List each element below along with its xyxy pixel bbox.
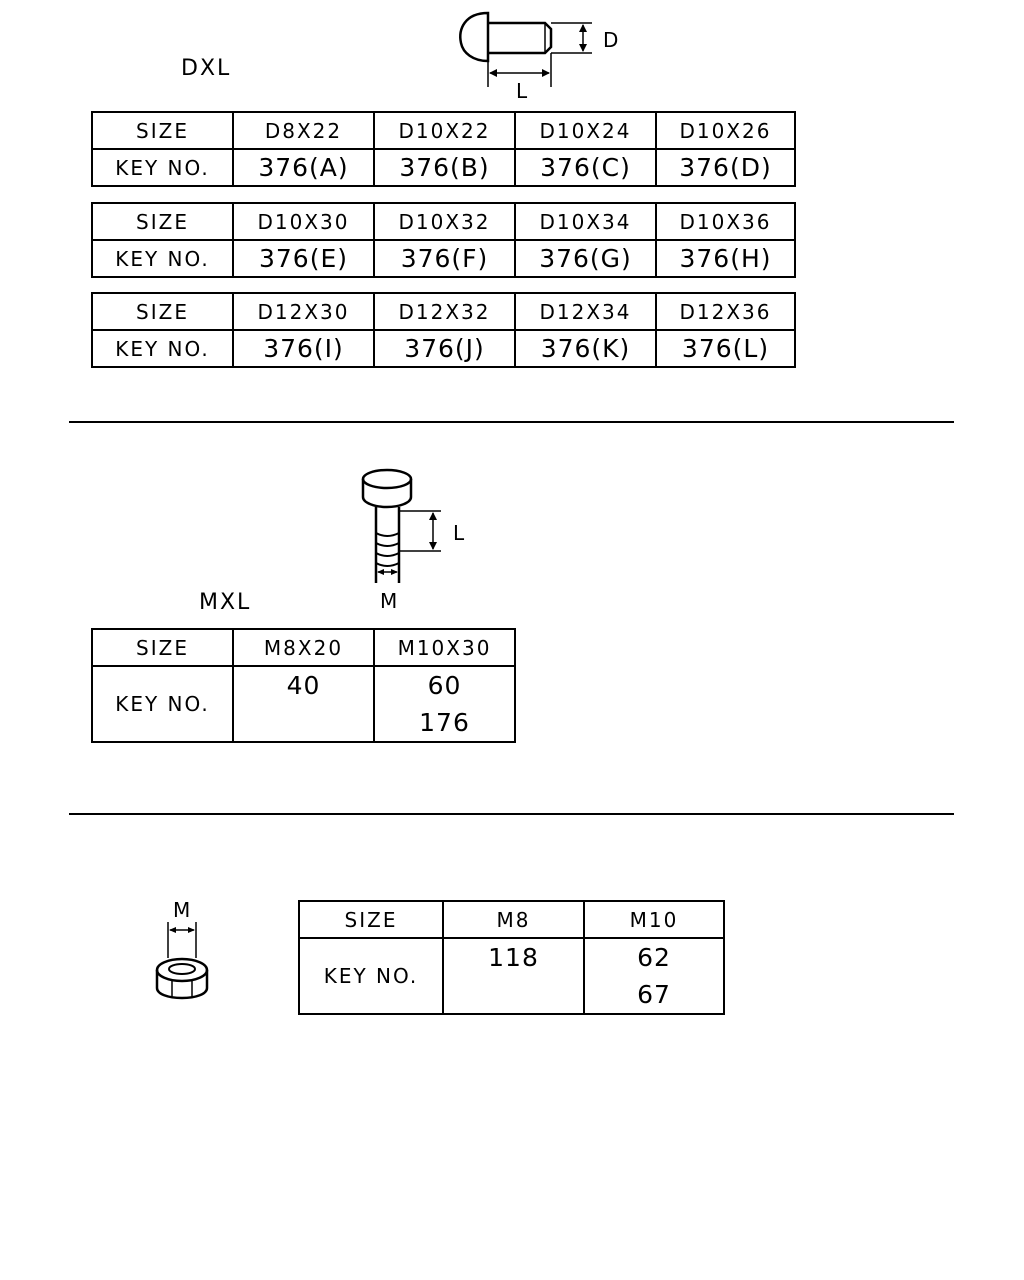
- dxl-caption: DXL: [181, 56, 232, 81]
- key-cell: 62 67: [583, 937, 725, 1015]
- size-cell: D10X30: [232, 202, 375, 241]
- key-value: 62: [637, 943, 671, 972]
- size-cell: M10: [583, 900, 725, 939]
- size-cell: D8X22: [232, 111, 375, 150]
- bolt-drawing: [361, 468, 441, 583]
- size-cell: D12X34: [514, 292, 657, 331]
- section-divider: [69, 421, 954, 423]
- key-cell: 376(B): [373, 148, 516, 187]
- dim-m-label: M: [380, 589, 398, 613]
- size-header: SIZE: [298, 900, 444, 939]
- key-cell: 376(A): [232, 148, 375, 187]
- key-cell: 376(F): [373, 239, 516, 278]
- size-cell: D12X30: [232, 292, 375, 331]
- dxl-size-table-2: SIZE D10X30 D10X32 D10X34 D10X36 KEY NO.…: [91, 202, 796, 278]
- nut-drawing: [155, 922, 209, 1000]
- size-cell: D12X36: [655, 292, 796, 331]
- key-value: 67: [637, 980, 671, 1009]
- dim-l-label: L: [453, 521, 465, 545]
- key-cell: 376(J): [373, 329, 516, 368]
- key-cell: 376(C): [514, 148, 657, 187]
- mxl-size-table: SIZE M8X20 M10X30 KEY NO. 40 60 176: [91, 628, 516, 743]
- size-cell: D10X24: [514, 111, 657, 150]
- size-cell: D10X22: [373, 111, 516, 150]
- size-cell: D10X32: [373, 202, 516, 241]
- key-cell: 376(K): [514, 329, 657, 368]
- key-cell: 376(L): [655, 329, 796, 368]
- key-no-header: KEY NO.: [91, 665, 234, 743]
- size-cell: D10X26: [655, 111, 796, 150]
- key-value: 176: [419, 708, 470, 737]
- key-cell: 60 176: [373, 665, 516, 743]
- dim-m-label: M: [173, 898, 191, 922]
- key-cell: 376(G): [514, 239, 657, 278]
- mxl-caption: MXL: [199, 590, 252, 615]
- size-header: SIZE: [91, 202, 234, 241]
- dxl-size-table-1: SIZE D8X22 D10X22 D10X24 D10X26 KEY NO. …: [91, 111, 796, 187]
- size-header: SIZE: [91, 628, 234, 667]
- key-value: 118: [488, 943, 539, 972]
- key-cell: 376(H): [655, 239, 796, 278]
- key-no-header: KEY NO.: [298, 937, 444, 1015]
- rivet-drawing: [459, 11, 592, 87]
- dim-d-label: D: [603, 28, 619, 52]
- key-no-header: KEY NO.: [91, 148, 234, 187]
- key-cell: 118: [442, 937, 585, 1015]
- key-no-header: KEY NO.: [91, 329, 234, 368]
- section-divider: [69, 813, 954, 815]
- key-value: 40: [286, 671, 321, 700]
- key-cell: 40: [232, 665, 375, 743]
- key-no-header: KEY NO.: [91, 239, 234, 278]
- dim-l-label: L: [516, 79, 528, 103]
- size-cell: M10X30: [373, 628, 516, 667]
- size-cell: M8X20: [232, 628, 375, 667]
- key-cell: 376(E): [232, 239, 375, 278]
- key-value: 60: [427, 671, 462, 700]
- size-header: SIZE: [91, 292, 234, 331]
- size-header: SIZE: [91, 111, 234, 150]
- nut-size-table: SIZE M8 M10 KEY NO. 118 62 67: [298, 900, 725, 1015]
- dxl-size-table-3: SIZE D12X30 D12X32 D12X34 D12X36 KEY NO.…: [91, 292, 796, 368]
- size-cell: D12X32: [373, 292, 516, 331]
- size-cell: D10X36: [655, 202, 796, 241]
- size-cell: D10X34: [514, 202, 657, 241]
- size-cell: M8: [442, 900, 585, 939]
- key-cell: 376(I): [232, 329, 375, 368]
- key-cell: 376(D): [655, 148, 796, 187]
